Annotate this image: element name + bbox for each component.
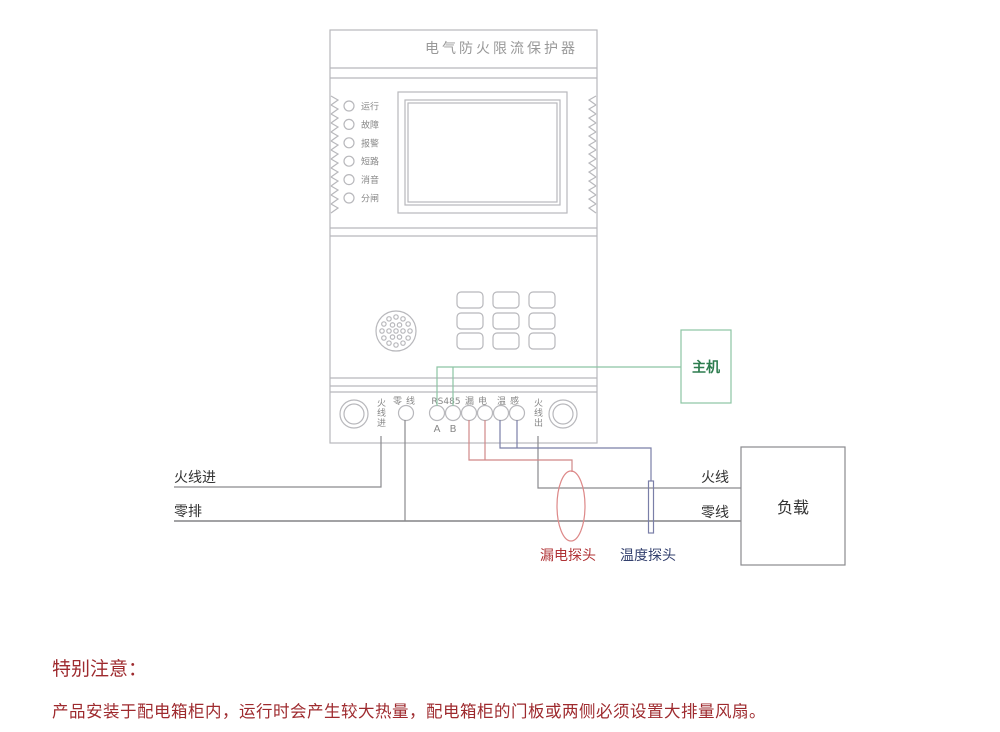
neutral-label: 零线 (701, 505, 729, 521)
keypad (456, 291, 556, 350)
terminal-screw (397, 404, 415, 422)
host-box (680, 329, 732, 404)
keypad-button[interactable] (456, 291, 484, 309)
temperature-probe (647, 480, 655, 534)
led-icon (343, 192, 355, 204)
label-a: A (434, 424, 441, 435)
keypad-button[interactable] (492, 291, 520, 309)
indicator-label: 故障 (361, 119, 379, 131)
keypad-button[interactable] (528, 332, 556, 350)
display-screen (397, 91, 568, 214)
label-leakage: 漏电 (465, 395, 491, 407)
indicator-label: 短路 (361, 156, 379, 168)
keypad-button[interactable] (528, 291, 556, 309)
speaker-icon (375, 310, 417, 352)
label-b: B (450, 424, 457, 435)
keypad-button[interactable] (528, 312, 556, 330)
live-in-label: 火线进 (174, 470, 216, 486)
keypad-button[interactable] (492, 312, 520, 330)
indicator-led: 短路 (343, 155, 379, 168)
led-icon (343, 174, 355, 186)
indicator-led: 运行 (343, 100, 379, 113)
wire-live-in (174, 436, 382, 488)
device-title: 电气防火限流保护器 (425, 41, 578, 57)
keypad-button[interactable] (456, 332, 484, 350)
live-label: 火线 (701, 470, 729, 486)
vent-hatch-left (330, 95, 340, 214)
terminal-screw (492, 404, 510, 422)
indicator-label: 分闸 (361, 194, 379, 205)
label-live-in: 火线进 (375, 398, 385, 428)
indicator-led: 消音 (343, 174, 379, 186)
note-body: 产品安装于配电箱柜内，运行时会产生较大热量，配电箱柜的门板或两侧必须设置大排量风… (52, 702, 766, 721)
label-live-out: 火线出 (532, 398, 542, 428)
indicator-label: 报警 (361, 137, 379, 149)
leakage-probe (556, 470, 586, 542)
indicator-label: 运行 (361, 101, 379, 113)
host-label: 主机 (692, 359, 720, 376)
leakage-probe-label: 漏电探头 (540, 548, 596, 564)
label-temperature: 温感 (497, 395, 523, 407)
led-icon (343, 100, 355, 112)
terminal-screw (508, 404, 526, 422)
wire-leakage (468, 420, 573, 472)
terminal-screw (460, 404, 478, 422)
indicator-led: 分闸 (343, 192, 379, 205)
wire-rs485 (436, 366, 681, 406)
indicator-led: 故障 (343, 118, 379, 131)
led-icon (343, 155, 355, 167)
neutral-bar-label: 零排 (174, 504, 202, 520)
keypad-button[interactable] (492, 332, 520, 350)
load-box (740, 446, 846, 566)
temperature-probe-label: 温度探头 (620, 548, 676, 564)
terminal-live-in-knob (339, 399, 369, 429)
load-label: 负载 (777, 498, 809, 517)
keypad-button[interactable] (456, 312, 484, 330)
led-icon (343, 118, 355, 131)
indicator-label: 消音 (361, 174, 379, 186)
terminal-live-out-knob (548, 399, 578, 429)
terminal-screw (428, 404, 446, 422)
indicator-led: 报警 (343, 137, 379, 149)
label-neutral: 零线 (393, 395, 419, 407)
wire-temperature (499, 420, 652, 481)
led-icon (343, 137, 355, 149)
vent-hatch-right (587, 95, 597, 214)
label-rs485: RS485 (431, 397, 460, 407)
terminal-screw (444, 404, 462, 422)
terminal-screw (476, 404, 494, 422)
wire-live-out (537, 436, 741, 489)
note-title: 特别注意： (52, 658, 148, 680)
